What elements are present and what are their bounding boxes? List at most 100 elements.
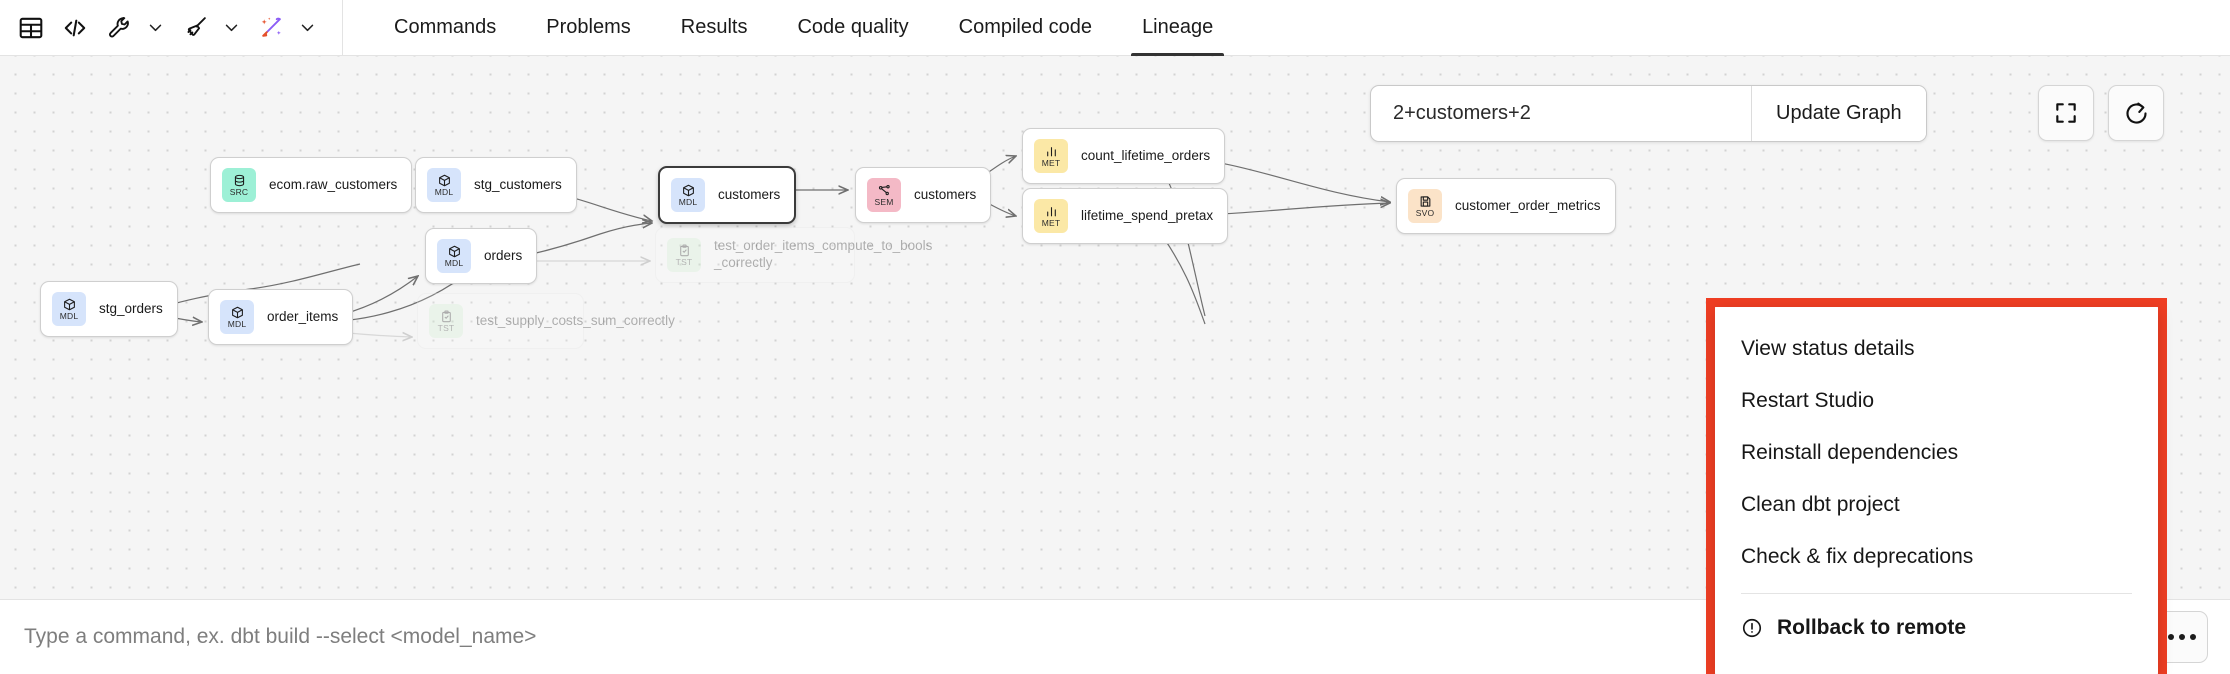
lineage-node-customers-semantic[interactable]: SEM customers xyxy=(855,167,992,223)
node-label: lifetime_spend_pretax xyxy=(1081,207,1214,223)
lineage-node-stg-orders[interactable]: MDL stg_orders xyxy=(40,281,178,337)
cube-icon xyxy=(448,245,461,258)
node-label: customers xyxy=(718,186,781,202)
menu-divider xyxy=(1741,593,2132,594)
tab-compiled-code[interactable]: Compiled code xyxy=(934,0,1117,56)
magic-wand-icon[interactable] xyxy=(250,7,292,49)
editor-toolbar: Commands Problems Results Code quality C… xyxy=(0,0,2230,56)
node-type-code: SRC xyxy=(229,186,249,197)
node-label: count_lifetime_orders xyxy=(1081,147,1211,163)
lineage-node-customer-order-metrics[interactable]: SVO customer_order_metrics xyxy=(1396,178,1616,234)
cube-icon xyxy=(231,306,244,319)
lineage-node-test-order-items[interactable]: TST test_order_items_compute_to_bools _c… xyxy=(655,227,932,283)
ellipsis-icon xyxy=(2168,634,2174,640)
cube-icon xyxy=(682,184,695,197)
graph-nodes-icon xyxy=(878,184,891,197)
lineage-node-customers-model[interactable]: MDL customers xyxy=(658,166,797,224)
node-type-code: MDL xyxy=(678,196,698,207)
tab-label: Problems xyxy=(546,16,631,38)
node-type-code: SEM xyxy=(874,196,894,207)
database-icon xyxy=(233,174,246,187)
tab-results[interactable]: Results xyxy=(656,0,773,56)
node-type-code: MDL xyxy=(59,310,79,321)
node-label: test_order_items_compute_to_bools _corre… xyxy=(714,238,933,270)
more-options-button[interactable] xyxy=(2156,611,2208,663)
clipboard-check-icon xyxy=(440,310,453,323)
tab-label: Lineage xyxy=(1142,16,1214,38)
node-label: customer_order_metrics xyxy=(1455,197,1601,213)
lineage-node-order-items[interactable]: MDL order_items xyxy=(208,289,354,345)
broom-chevron-down-icon[interactable] xyxy=(218,7,244,49)
broom-icon[interactable] xyxy=(174,7,216,49)
mdl-badge: MDL xyxy=(52,292,86,326)
refresh-icon[interactable] xyxy=(2108,85,2164,141)
editor-tool-group xyxy=(0,0,343,56)
cube-icon xyxy=(438,174,451,187)
menu-item-reinstall-dependencies[interactable]: Reinstall dependencies xyxy=(1715,427,2158,479)
command-input[interactable] xyxy=(24,625,1944,649)
menu-item-label: View status details xyxy=(1741,337,1915,360)
svo-badge: SVO xyxy=(1408,189,1442,223)
tab-label: Results xyxy=(680,16,748,38)
src-badge: SRC xyxy=(222,168,256,202)
alert-circle-icon xyxy=(1741,617,1763,639)
node-type-code: TST xyxy=(675,256,693,267)
tab-commands[interactable]: Commands xyxy=(369,0,521,56)
lineage-node-lifetime-spend-pretax[interactable]: MET lifetime_spend_pretax xyxy=(1022,188,1229,244)
mdl-badge: MDL xyxy=(437,239,471,273)
met-badge: MET xyxy=(1034,199,1068,233)
lineage-node-orders[interactable]: MDL orders xyxy=(425,228,538,284)
lineage-node-stg-customers[interactable]: MDL stg_customers xyxy=(415,157,577,213)
lineage-node-count-lifetime-orders[interactable]: MET count_lifetime_orders xyxy=(1022,128,1226,184)
code-icon[interactable] xyxy=(54,7,96,49)
panel-tabs: Commands Problems Results Code quality C… xyxy=(343,0,1238,56)
menu-item-view-status-details[interactable]: View status details xyxy=(1715,323,2158,375)
node-type-code: MDL xyxy=(227,318,247,329)
menu-item-restart-studio[interactable]: Restart Studio xyxy=(1715,375,2158,427)
bar-chart-icon xyxy=(1045,145,1058,158)
node-label: order_items xyxy=(267,308,339,324)
menu-item-rollback-to-remote[interactable]: Rollback to remote xyxy=(1715,602,2158,654)
graph-selector-group: Update Graph xyxy=(1370,85,1927,142)
node-label: stg_customers xyxy=(474,176,562,192)
node-label: test_supply_costs_sum_correctly xyxy=(476,312,675,328)
bar-chart-icon xyxy=(1045,205,1058,218)
mdl-badge: MDL xyxy=(427,168,461,202)
more-options-menu: View status details Restart Studio Reins… xyxy=(1715,307,2158,674)
lineage-select-input[interactable] xyxy=(1371,86,1751,141)
table-icon[interactable] xyxy=(10,7,52,49)
menu-item-label: Rollback to remote xyxy=(1777,616,1967,639)
menu-item-clean-dbt-project[interactable]: Clean dbt project xyxy=(1715,479,2158,531)
tst-badge: TST xyxy=(667,238,701,272)
tab-problems[interactable]: Problems xyxy=(521,0,655,56)
node-label: orders xyxy=(484,247,523,263)
cube-icon xyxy=(63,298,76,311)
node-type-code: MDL xyxy=(434,186,454,197)
magic-chevron-down-icon[interactable] xyxy=(294,7,320,49)
ellipsis-icon xyxy=(2190,634,2196,640)
update-graph-button[interactable]: Update Graph xyxy=(1751,86,1926,141)
lineage-node-test-supply-costs[interactable]: TST test_supply_costs_sum_correctly xyxy=(417,293,675,349)
lineage-node-ecom-raw-customers[interactable]: SRC ecom.raw_customers xyxy=(210,157,413,213)
node-label: ecom.raw_customers xyxy=(269,176,398,192)
menu-item-label: Check & fix deprecations xyxy=(1741,545,1974,568)
menu-item-label: Reinstall dependencies xyxy=(1741,441,1959,464)
tab-code-quality[interactable]: Code quality xyxy=(772,0,933,56)
tab-label: Commands xyxy=(394,16,497,38)
fullscreen-icon[interactable] xyxy=(2038,85,2094,141)
menu-item-check-fix-deprecations[interactable]: Check & fix deprecations xyxy=(1715,531,2158,583)
mdl-badge: MDL xyxy=(671,178,705,212)
sem-badge: SEM xyxy=(867,178,901,212)
node-type-code: MET xyxy=(1041,217,1061,228)
node-label: customers xyxy=(914,186,977,202)
tab-lineage[interactable]: Lineage xyxy=(1117,0,1238,56)
clipboard-check-icon xyxy=(678,244,691,257)
node-type-code: MDL xyxy=(444,257,464,268)
wrench-icon[interactable] xyxy=(98,7,140,49)
wrench-chevron-down-icon[interactable] xyxy=(142,7,168,49)
mdl-badge: MDL xyxy=(220,300,254,334)
met-badge: MET xyxy=(1034,139,1068,173)
save-icon xyxy=(1419,195,1432,208)
menu-item-label: Restart Studio xyxy=(1741,389,1875,412)
